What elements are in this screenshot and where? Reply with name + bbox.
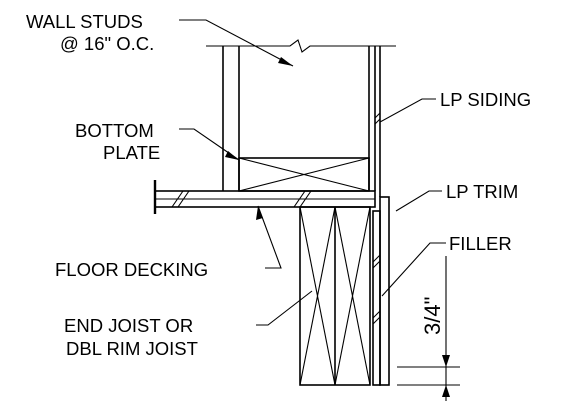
label-lp-siding: LP SIDING <box>440 89 531 110</box>
label-lp-trim: LP TRIM <box>446 181 518 202</box>
label-end-joist-line1: END JOIST OR <box>64 315 193 336</box>
lp-trim <box>379 196 390 386</box>
label-wall-studs-line1: WALL STUDS <box>26 11 143 32</box>
leader-lp-siding <box>379 98 436 123</box>
floor-decking <box>153 180 376 214</box>
dimension-3-4 <box>397 256 460 401</box>
wall-studs <box>206 39 396 191</box>
leader-wall-studs <box>179 19 294 67</box>
label-wall-studs-line2: @ 16" O.C. <box>60 33 154 54</box>
label-end-joist-line2: DBL RIM JOIST <box>66 338 198 359</box>
end-joist <box>299 206 371 386</box>
lp-siding <box>374 46 381 197</box>
leader-lp-trim <box>395 190 442 212</box>
leader-filler <box>381 242 446 297</box>
bottom-plate <box>238 157 370 192</box>
label-filler: FILLER <box>449 233 512 254</box>
leader-bottom-plate <box>179 128 240 161</box>
label-bottom-plate-line2: PLATE <box>103 142 160 163</box>
filler <box>372 210 381 386</box>
dimension-text: 3/4" <box>420 297 445 335</box>
label-floor-decking: FLOOR DECKING <box>55 259 208 280</box>
leader-floor-decking <box>256 205 282 269</box>
leader-end-joist <box>256 290 313 326</box>
label-bottom-plate-line1: BOTTOM <box>75 120 154 141</box>
